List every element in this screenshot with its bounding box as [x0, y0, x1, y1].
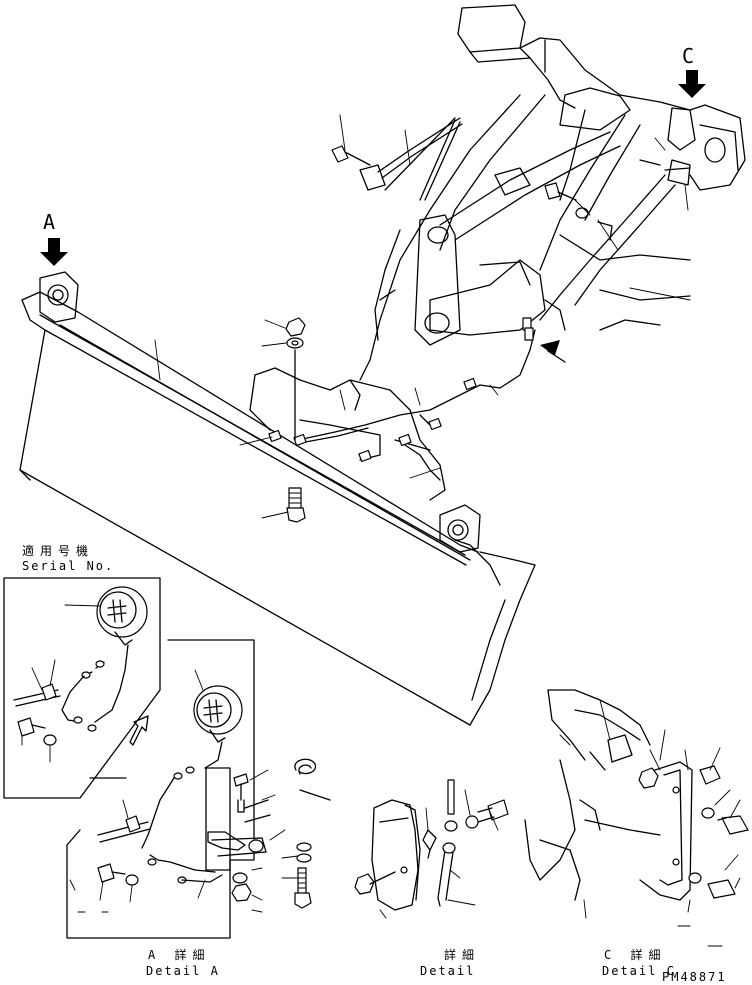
arrow-c-icon — [678, 70, 706, 98]
dozer-blade — [19, 271, 536, 726]
detail-b-title-en: Detail — [420, 964, 476, 978]
detail-a — [66, 639, 331, 939]
main-frame — [359, 4, 746, 381]
detail-a-title-en: Detail A — [146, 964, 220, 978]
detail-b-title-jp: 詳細 — [444, 948, 481, 962]
detail-c-title-en: Detail C — [602, 964, 676, 978]
marker-c-label: C — [682, 44, 697, 68]
detail-c — [524, 689, 749, 947]
serial-title: 適用号機 — [22, 544, 95, 558]
marker-a-label: A — [43, 210, 58, 234]
arrow-a-icon — [40, 238, 68, 266]
drawing-code: PM48871 — [662, 970, 727, 984]
detail-c-title-jp: C 詳細 — [604, 948, 667, 962]
serial-inset — [3, 577, 161, 799]
detail-b — [354, 779, 509, 919]
detail-a-title-jp: A 詳細 — [148, 948, 211, 962]
leader-lines — [154, 114, 691, 519]
serial-label: Serial No. — [22, 559, 115, 573]
